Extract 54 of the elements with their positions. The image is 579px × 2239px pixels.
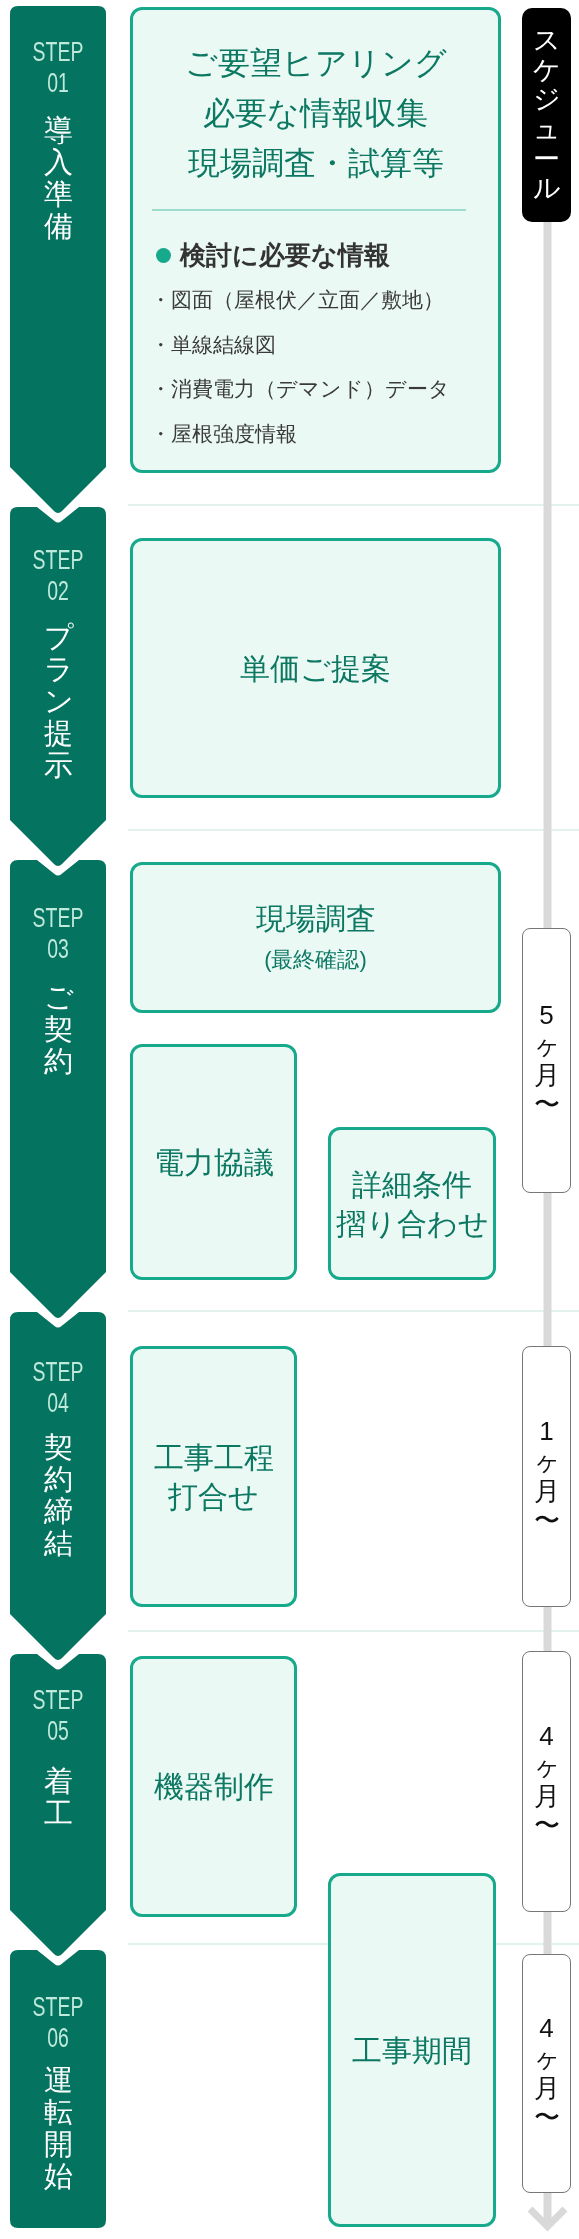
step-title: 契約締結: [43, 1432, 73, 1560]
duration-tag: [522, 1954, 571, 2193]
duration-label: 5ヶ月〜: [533, 1000, 560, 1121]
step-title: プラン提示: [43, 622, 73, 782]
task-box: [130, 538, 501, 798]
task-box: [130, 1346, 297, 1607]
task-box: [328, 1873, 496, 2227]
header-label: スケジュール: [533, 25, 560, 205]
step-title: 運転開始: [43, 2065, 73, 2193]
list-item: ・単線結線図: [150, 331, 276, 358]
step-banner: [10, 860, 106, 1320]
task-title: 現場調査・試算等: [186, 144, 445, 183]
section-heading: 検討に必要な情報: [180, 239, 390, 272]
task-label: 工事期間: [352, 2032, 472, 2069]
task-box: [328, 1127, 496, 1280]
task-label: 詳細条件: [352, 1166, 472, 1203]
task-label: 機器制作: [153, 1769, 274, 1805]
step-number: STEP 01: [31, 36, 85, 99]
duration-tag: [522, 1346, 571, 1607]
list-item: ・消費電力（デマンド）データ: [150, 376, 450, 402]
task-box: [130, 862, 501, 1013]
task-box: [130, 1044, 297, 1280]
step-number: STEP 05: [31, 1684, 85, 1747]
duration-label: 1ヶ月〜: [533, 1416, 560, 1537]
task-label: 現場調査: [255, 901, 376, 937]
task-label: 工事工程: [153, 1439, 274, 1476]
step-number: STEP 06: [31, 1991, 85, 2054]
step-banner: [10, 1312, 106, 1662]
list-item: ・屋根強度情報: [150, 420, 297, 447]
duration-label: 4ヶ月〜: [533, 1721, 560, 1842]
task-label: (最終確認): [264, 946, 367, 974]
duration-tag: [522, 928, 571, 1193]
task-label: 電力協議: [153, 1144, 274, 1181]
duration-label: 4ヶ月〜: [533, 2013, 560, 2134]
task-label: 摺り合わせ: [335, 1205, 489, 1242]
step-number: STEP 02: [31, 544, 85, 607]
task-title: ご要望ヒアリング: [183, 44, 448, 83]
task-label: 打合せ: [168, 1478, 259, 1515]
step-banner: [10, 507, 106, 868]
duration-tag: [522, 1651, 571, 1912]
task-box: [130, 7, 501, 473]
task-box: [130, 1656, 297, 1917]
task-title: 必要な情報収集: [202, 94, 429, 133]
step-banner: [10, 1950, 106, 2228]
step-number: STEP 03: [31, 902, 85, 965]
task-label: 単価ご提案: [240, 650, 391, 687]
step-number: STEP 04: [31, 1356, 85, 1419]
step-banner: [10, 6, 106, 515]
step-title: 着工: [43, 1766, 73, 1830]
schedule-header: [522, 8, 571, 222]
step-title: ご契約: [43, 982, 73, 1078]
step-banner: [10, 1654, 106, 1958]
step-title: 導入準備: [43, 115, 73, 243]
list-item: ・図面（屋根伏／立面／敷地）: [150, 287, 444, 313]
